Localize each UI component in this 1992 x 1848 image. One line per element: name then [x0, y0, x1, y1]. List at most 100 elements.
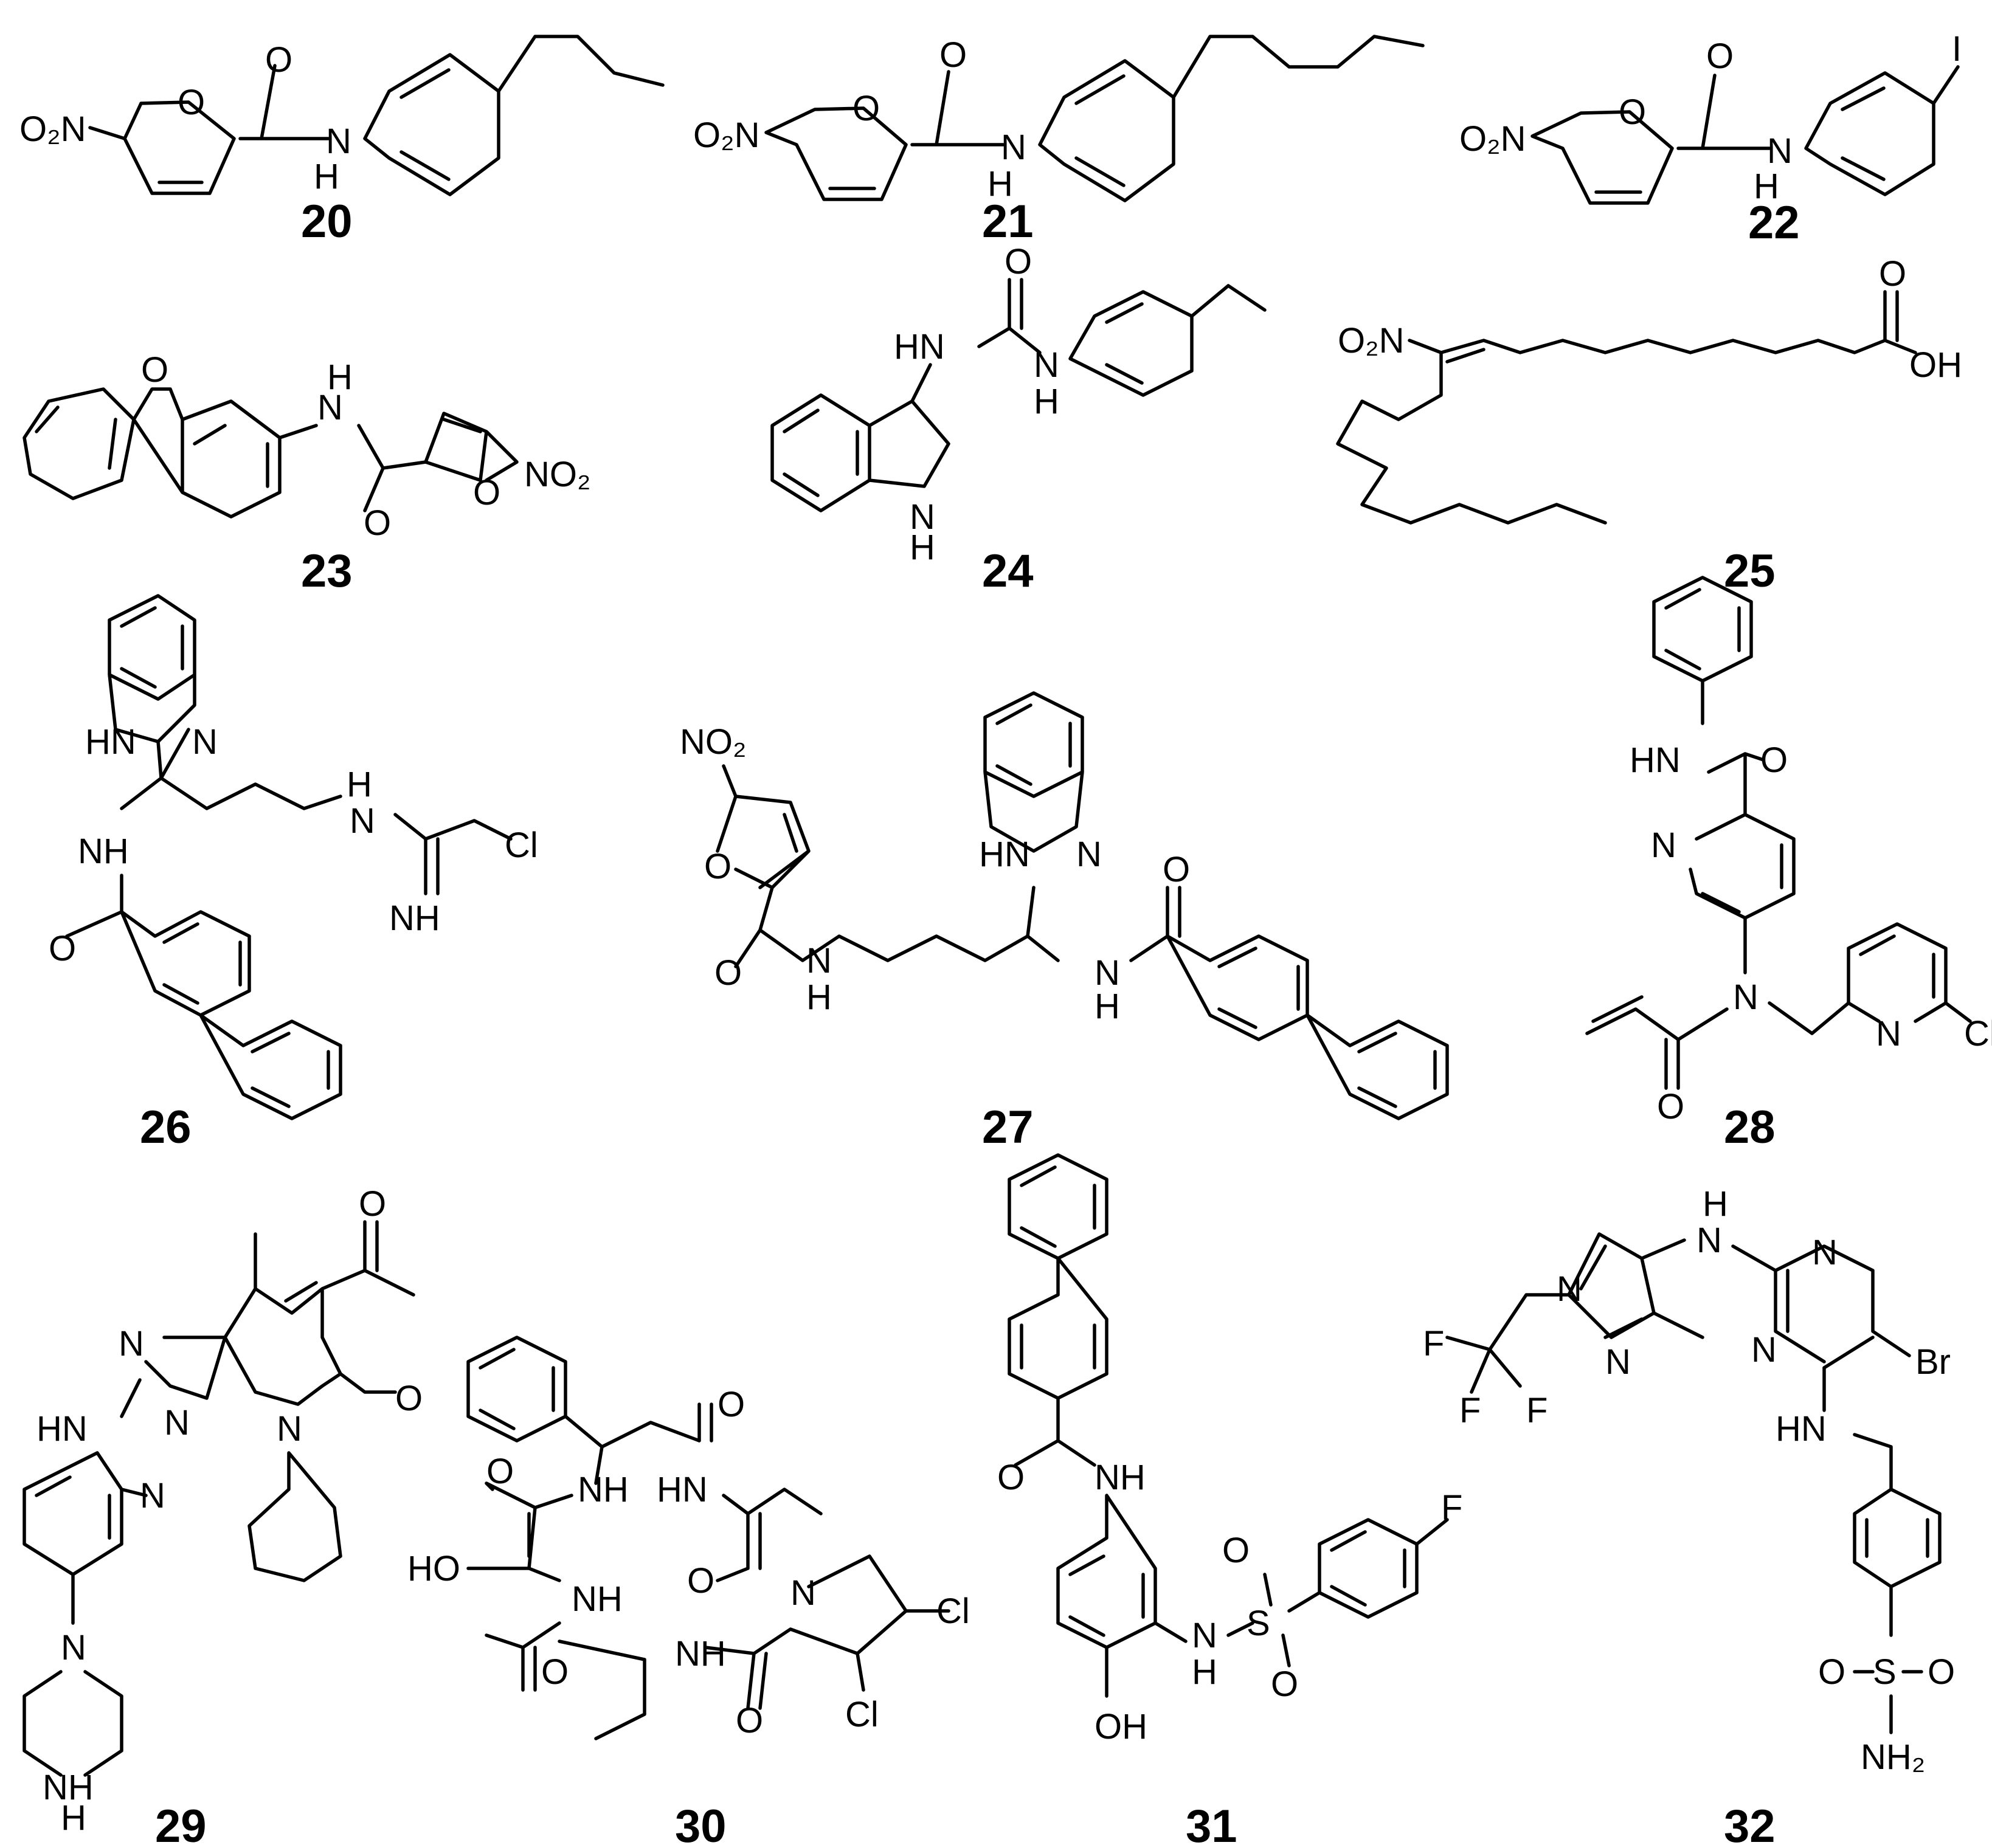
urea-oxygen: O: [1005, 242, 1032, 281]
no2-group: NO₂: [524, 455, 591, 494]
chlorine: Cl: [505, 826, 538, 865]
benzimidazole-n: N: [192, 722, 218, 762]
lactam-oxygen: O: [395, 1379, 423, 1418]
label-28: 28: [1724, 1102, 1776, 1153]
compound-27: NO₂ O O N H HN N N H O 27: [680, 691, 1449, 1153]
benzimidazole-nh: HN: [85, 722, 136, 762]
pyrimidine-n-1: N: [1812, 1233, 1838, 1272]
hn-2: HN: [657, 1470, 708, 1509]
label-22: 22: [1748, 197, 1800, 249]
compound-23: O N H O O NO₂ 23: [22, 350, 591, 597]
compound-20: O₂N O O N H 20: [19, 35, 665, 247]
compound-25: O₂N O OH 25: [1336, 254, 1962, 597]
amide-h: H: [1754, 167, 1779, 206]
iodine: I: [1952, 29, 1962, 69]
carbonyl-oxygen: O: [1706, 36, 1734, 76]
nh-4: NH: [675, 1634, 726, 1674]
amine-n: N: [1696, 1221, 1722, 1260]
sulfonamide-h: H: [1192, 1652, 1217, 1692]
fluorine-3: F: [1526, 1391, 1548, 1430]
compound-28: HN O N N O N Cl 28: [1585, 576, 1992, 1153]
carbonyl-oxygen: O: [939, 35, 967, 75]
label-27: 27: [982, 1102, 1034, 1153]
nh-1: NH: [578, 1470, 629, 1509]
no2-group: O₂N: [1338, 321, 1405, 360]
amide-oxygen-2: O: [486, 1452, 514, 1491]
amide-n: N: [326, 122, 351, 161]
amide-oxygen: O: [997, 1458, 1025, 1497]
furan-oxygen: O: [704, 847, 731, 886]
sulfonyl-oxygen-2: O: [1928, 1652, 1955, 1692]
chlorine-2: Cl: [845, 1695, 879, 1734]
amide-n: N: [1001, 128, 1026, 167]
amide-h: H: [314, 157, 339, 196]
nh-3: NH: [572, 1579, 623, 1619]
amidine-nh-h: H: [347, 765, 372, 804]
ring-n: N: [277, 1409, 302, 1449]
sulfur: S: [1247, 1604, 1270, 1643]
sulfonyl-oxygen-1: O: [1222, 1531, 1250, 1570]
piperazine-nh-n: NH: [43, 1768, 94, 1807]
acid-oh: OH: [1909, 345, 1962, 385]
chlorine-1: Cl: [936, 1591, 970, 1631]
amide-nh: NH: [78, 832, 129, 871]
amide-oxygen-1: O: [1760, 740, 1788, 780]
carbonyl-oxygen: O: [364, 503, 391, 543]
amine-h: H: [1703, 1184, 1728, 1224]
pyrrolidine-n: N: [790, 1573, 816, 1613]
amine-nh: HN: [36, 1409, 88, 1449]
acrylamide-oxygen: O: [1657, 1087, 1684, 1126]
no2-group: O₂N: [19, 109, 86, 149]
compound-21: O₂N O O N H 21: [693, 35, 1425, 247]
fluorine: F: [1441, 1488, 1462, 1528]
urea-nh-1: HN: [894, 327, 945, 367]
compound-32: H N N N F F F N N Br HN S O O NH₂ 32: [1423, 1184, 1955, 1848]
dibenzofuran-oxygen: O: [141, 350, 168, 390]
acid-carbonyl-oxygen: O: [1879, 254, 1906, 294]
label-30: 30: [675, 1801, 727, 1848]
compound-26: HN N H N Cl NH NH O 26: [49, 594, 538, 1153]
amide-h-2: H: [1095, 987, 1120, 1026]
amide-oxygen-4: O: [541, 1652, 569, 1692]
fluorine-2: F: [1459, 1391, 1481, 1430]
label-23: 23: [301, 545, 353, 597]
amide-h: H: [987, 164, 1013, 204]
piperazine-n-1: N: [61, 1628, 86, 1667]
anilide-nh: HN: [1630, 740, 1681, 780]
sulfonamide-n: N: [1192, 1616, 1217, 1655]
pyrimidine-n-2: N: [1751, 1330, 1777, 1370]
amide-oxygen-1: O: [718, 1385, 745, 1424]
amidine-nh-n: N: [350, 801, 375, 841]
indoline-n: N: [910, 497, 935, 537]
amide-h-1: H: [806, 977, 832, 1017]
amide-oxygen-2: O: [1163, 850, 1190, 889]
amide-oxygen: O: [49, 929, 76, 968]
no2-group: O₂N: [693, 116, 760, 155]
amide-n-2: N: [1095, 953, 1120, 993]
compound-29: O N N N O HN N N NH H 29: [22, 1184, 423, 1848]
amide-n-1: N: [806, 941, 832, 981]
label-21: 21: [982, 196, 1034, 247]
fluorine-1: F: [1423, 1324, 1444, 1364]
benzimidazole-n: N: [1076, 835, 1102, 874]
pyridine-n: N: [140, 1476, 165, 1515]
label-29: 29: [155, 1801, 207, 1848]
chloropyridine-n: N: [1876, 1014, 1901, 1053]
sulfonyl-oxygen-2: O: [1271, 1664, 1298, 1704]
no2-group: O₂N: [1459, 119, 1526, 159]
compound-22: O₂N O O N H I 22: [1459, 29, 1962, 249]
indoline-h: H: [910, 528, 935, 567]
amide-h: H: [327, 357, 353, 397]
label-25: 25: [1724, 545, 1776, 597]
compound-30: O NH HN O HO O NH O NH N O Cl Cl 30: [407, 1336, 970, 1848]
amide-nh: NH: [1095, 1458, 1146, 1497]
compound-31: O NH OH N H S O O F 31: [997, 1153, 1462, 1848]
pyrimidine-n-2: N: [164, 1403, 190, 1443]
pyrimidine-n-1: N: [119, 1324, 144, 1364]
no2-group: NO₂: [680, 722, 747, 762]
label-32: 32: [1724, 1801, 1776, 1848]
label-24: 24: [982, 545, 1034, 597]
pyrazole-n-1: N: [1605, 1342, 1631, 1382]
